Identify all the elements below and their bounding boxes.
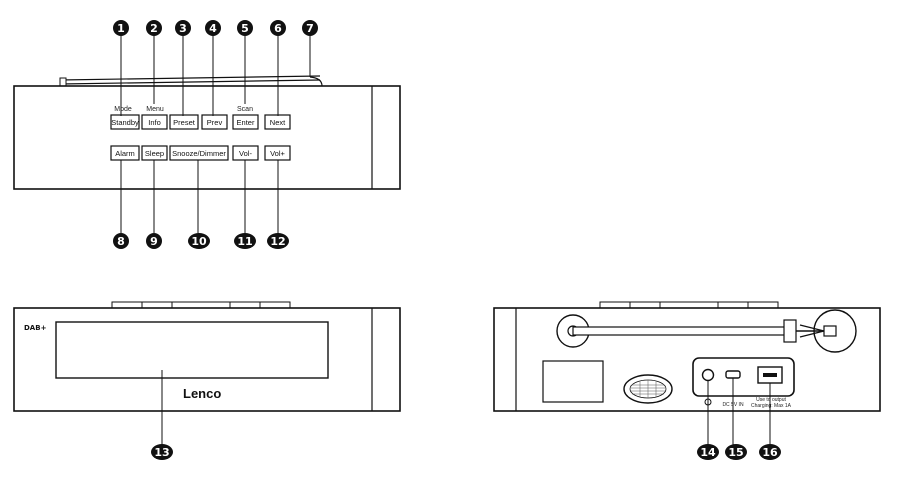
antenna-line bbox=[59, 75, 321, 81]
callout-5-text: 5 bbox=[241, 22, 249, 35]
callout-3: 3 bbox=[175, 20, 191, 36]
button-standby: Standby bbox=[110, 114, 140, 130]
callout-10-text: 10 bbox=[191, 235, 207, 248]
button-enter-label: Enter bbox=[237, 118, 255, 127]
callout-4-text: 4 bbox=[209, 22, 217, 35]
button-next: Next bbox=[264, 114, 291, 130]
lcd-display bbox=[55, 321, 329, 379]
callout-13: 13 bbox=[151, 444, 173, 460]
callout-1-text: 1 bbox=[117, 22, 125, 35]
top-body bbox=[13, 85, 401, 190]
callout-1: 1 bbox=[113, 20, 129, 36]
button-vol-up-label: Vol+ bbox=[270, 149, 285, 158]
scan-label: Scan bbox=[237, 106, 253, 113]
callout-12-text: 12 bbox=[270, 235, 285, 248]
callout-16: 16 bbox=[759, 444, 781, 460]
button-alarm: Alarm bbox=[110, 145, 140, 161]
button-info: Info bbox=[141, 114, 168, 130]
callout-11-text: 11 bbox=[237, 235, 252, 248]
callout-16-text: 16 bbox=[762, 446, 778, 459]
callout-12: 12 bbox=[267, 233, 289, 249]
callout-14-text: 14 bbox=[700, 446, 716, 459]
callout-9: 9 bbox=[146, 233, 162, 249]
button-preset: Preset bbox=[169, 114, 199, 130]
button-alarm-label: Alarm bbox=[115, 149, 135, 158]
usb-label-line1: Use to output bbox=[756, 397, 786, 403]
top-view: Standby Info Preset Prev Enter Next Mode… bbox=[13, 20, 401, 249]
front-button-bumps bbox=[111, 301, 291, 309]
top-leader-lines bbox=[120, 35, 311, 116]
front-view: DAB+ Lenco 13 bbox=[13, 301, 401, 460]
button-sleep: Sleep bbox=[141, 145, 168, 161]
callout-14: 14 bbox=[697, 444, 719, 460]
callout-13-text: 13 bbox=[154, 446, 169, 459]
button-prev-label: Prev bbox=[207, 118, 223, 127]
button-next-label: Next bbox=[270, 118, 286, 127]
antenna-tip bbox=[59, 77, 67, 87]
callout-2-text: 2 bbox=[150, 22, 158, 35]
button-vol-down-label: Vol- bbox=[239, 149, 252, 158]
button-vol-up: Vol+ bbox=[264, 145, 291, 161]
telescopic-antenna bbox=[556, 309, 857, 353]
rear-label-area bbox=[542, 360, 604, 403]
callout-2: 2 bbox=[146, 20, 162, 36]
callout-8-text: 8 bbox=[117, 235, 125, 248]
callout-7: 7 bbox=[302, 20, 318, 36]
callout-15-text: 15 bbox=[728, 446, 743, 459]
dab-logo: DAB+ bbox=[24, 324, 47, 332]
antenna-end bbox=[309, 76, 323, 87]
aux-jack bbox=[701, 368, 715, 382]
callout-7-text: 7 bbox=[306, 22, 314, 35]
button-snooze-dimmer-label: Snooze/Dimmer bbox=[172, 149, 226, 158]
bottom-leader-lines bbox=[120, 160, 279, 233]
usb-port-inner bbox=[763, 373, 777, 377]
usb-label-line2: Charging: Max 1A bbox=[751, 403, 792, 409]
button-standby-label: Standby bbox=[111, 118, 139, 127]
callout-6-text: 6 bbox=[274, 22, 282, 35]
back-view: DC 5V IN Use to output Charging: Max 1A … bbox=[493, 301, 881, 460]
callout-6: 6 bbox=[270, 20, 286, 36]
button-info-label: Info bbox=[148, 118, 161, 127]
back-leader-lines bbox=[707, 378, 771, 445]
callout-3-text: 3 bbox=[179, 22, 187, 35]
menu-label: Menu bbox=[146, 106, 164, 113]
button-sleep-label: Sleep bbox=[145, 149, 164, 158]
antenna-line bbox=[59, 79, 321, 85]
dc-port bbox=[725, 370, 741, 379]
callout-15: 15 bbox=[725, 444, 747, 460]
callout-4: 4 bbox=[205, 20, 221, 36]
callout-5: 5 bbox=[237, 20, 253, 36]
back-button-bumps bbox=[599, 301, 779, 309]
speaker-grille bbox=[623, 374, 673, 404]
button-enter: Enter bbox=[232, 114, 259, 130]
button-preset-label: Preset bbox=[173, 118, 196, 127]
mode-label: Mode bbox=[114, 106, 132, 113]
button-snooze-dimmer: Snooze/Dimmer bbox=[169, 145, 229, 161]
button-prev: Prev bbox=[201, 114, 228, 130]
button-vol-down: Vol- bbox=[232, 145, 259, 161]
callout-11: 11 bbox=[234, 233, 256, 249]
callout-10: 10 bbox=[188, 233, 210, 249]
callout-9-text: 9 bbox=[150, 235, 158, 248]
callout-8: 8 bbox=[113, 233, 129, 249]
brand-logo: Lenco bbox=[183, 386, 221, 401]
